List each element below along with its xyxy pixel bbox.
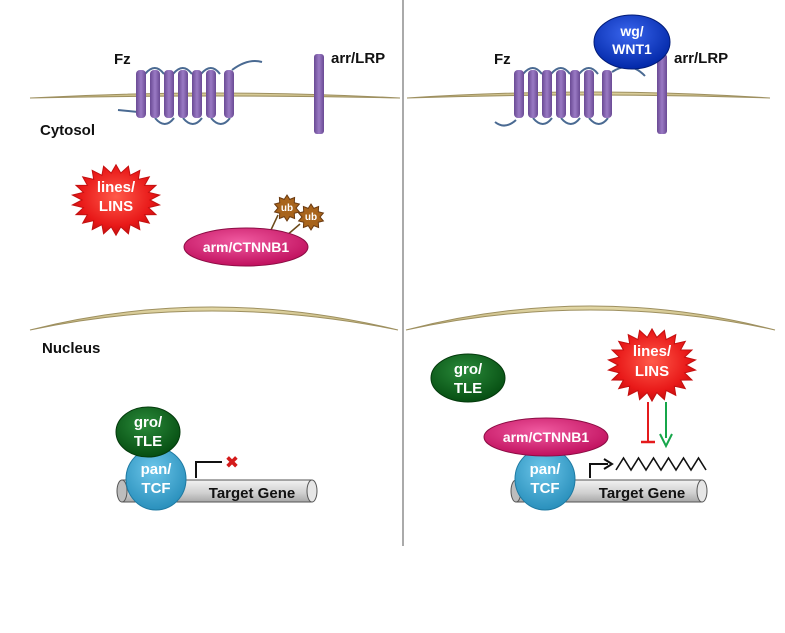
nucleus-label: Nucleus bbox=[42, 340, 100, 357]
arr-lrp-label-left: arr/LRP bbox=[331, 50, 385, 67]
pan-tcf-right: pan/ TCF bbox=[514, 447, 576, 511]
target-gene-label-right: Target Gene bbox=[599, 485, 685, 502]
pan-tcf-left: pan/ TCF bbox=[125, 447, 187, 511]
activation-arrow bbox=[659, 402, 673, 449]
cytosol-label: Cytosol bbox=[40, 122, 95, 139]
fz-receptor-right bbox=[494, 65, 646, 127]
wg-wnt1-ligand: wg/ WNT1 bbox=[593, 14, 671, 70]
gro-label-left-line1: gro/ bbox=[134, 414, 163, 431]
arm-ctnnb1-left: arm/CTNNB1 bbox=[183, 227, 309, 267]
inhibition-arrow bbox=[641, 402, 655, 444]
arm-ctnnb1-right: arm/CTNNB1 bbox=[483, 417, 609, 457]
gro-tle-left: gro/ TLE bbox=[115, 406, 181, 458]
ub-label-2: ub bbox=[305, 212, 317, 223]
zigzag-mrna-icon bbox=[615, 456, 707, 472]
arr-lrp-label-right: arr/LRP bbox=[674, 50, 728, 67]
ub-label-1: ub bbox=[281, 203, 293, 214]
gro-tle-right: gro/ TLE bbox=[430, 353, 506, 403]
arr-lrp-receptor-right bbox=[657, 54, 667, 134]
wg-label-line2: WNT1 bbox=[612, 41, 652, 57]
lines-label-left-line2: LINS bbox=[99, 198, 133, 215]
fz-label-right: Fz bbox=[494, 51, 511, 68]
arm-label-right: arm/CTNNB1 bbox=[503, 429, 590, 445]
pan-label-left-line1: pan/ bbox=[141, 461, 173, 478]
fz-receptor-left bbox=[117, 60, 263, 125]
repressed-promoter-mark bbox=[195, 461, 222, 478]
ubiquitin-tags: ub ub bbox=[269, 194, 325, 237]
red-x-icon: ✖ bbox=[225, 453, 239, 472]
fz-label-left: Fz bbox=[114, 51, 131, 68]
nuclear-membrane-left bbox=[29, 306, 399, 331]
arr-lrp-receptor-left bbox=[314, 54, 324, 134]
target-gene-label-left: Target Gene bbox=[209, 485, 295, 502]
gro-label-right-line1: gro/ bbox=[454, 361, 483, 378]
pan-label-right-line2: TCF bbox=[530, 480, 559, 497]
gro-label-right-line2: TLE bbox=[454, 380, 482, 397]
gro-label-left-line2: TLE bbox=[134, 433, 162, 450]
pan-label-right-line1: pan/ bbox=[530, 461, 562, 478]
nuclear-membrane-right bbox=[405, 305, 776, 331]
lines-lins-right: lines/ LINS bbox=[607, 327, 697, 403]
arm-label-left: arm/CTNNB1 bbox=[203, 239, 290, 255]
wg-label-line1: wg/ bbox=[619, 23, 643, 39]
lines-label-left-line1: lines/ bbox=[97, 179, 136, 196]
lines-label-right-line1: lines/ bbox=[633, 343, 672, 360]
pan-label-left-line2: TCF bbox=[141, 480, 170, 497]
bent-arrow-head bbox=[603, 458, 614, 470]
bent-arrow-icon bbox=[589, 463, 608, 478]
lines-label-right-line2: LINS bbox=[635, 363, 669, 380]
lines-lins-left: lines/ LINS bbox=[70, 163, 162, 237]
